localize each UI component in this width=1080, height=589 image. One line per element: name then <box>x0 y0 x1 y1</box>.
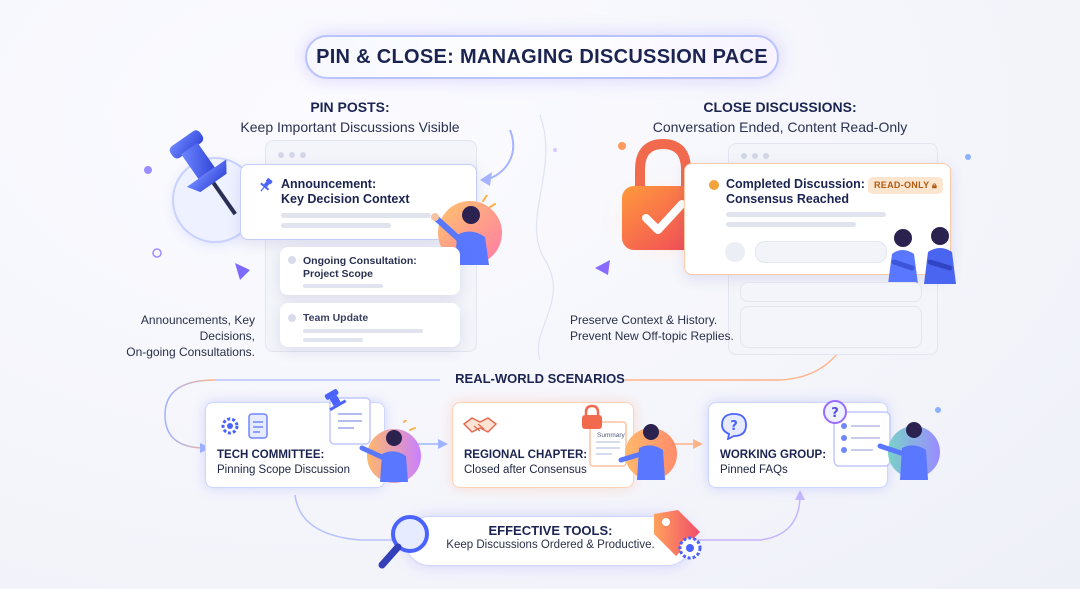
item-dot <box>288 256 296 264</box>
placeholder-line <box>281 223 391 228</box>
faq-list-icon: ? <box>823 400 891 467</box>
announcement-title-line1: Announcement: <box>281 177 377 191</box>
reply-box-disabled <box>755 241 887 263</box>
consultation-title-line1: Ongoing Consultation: <box>303 255 417 267</box>
closed-title-line1: Completed Discussion: <box>726 177 865 191</box>
magnifier-icon <box>378 515 429 569</box>
placeholder-line <box>303 338 363 342</box>
locked-summary-document-icon <box>582 404 627 467</box>
placeholder-line <box>303 284 383 288</box>
effective-tools-text: EFFECTIVE TOOLS: Keep Discussions Ordere… <box>438 523 663 553</box>
scenario-2-title: REGIONAL CHAPTER: <box>464 449 588 461</box>
effective-tools-title: EFFECTIVE TOOLS: <box>488 523 613 538</box>
consultation-title-line2: Project Scope <box>303 268 374 280</box>
pinned-document-icon <box>324 389 371 445</box>
placeholder-line <box>281 213 431 218</box>
summary-doc-label: Summary <box>597 432 625 439</box>
lock-small-icon: 🔒︎ <box>932 180 938 190</box>
scenario-3-desc: Pinned FAQs <box>720 464 788 476</box>
document-icon <box>248 413 268 439</box>
scenario-3-text: WORKING GROUP: Pinned FAQs <box>720 448 826 478</box>
scenario-1-text: TECH COMMITTEE: Pinning Scope Discussion <box>217 448 350 478</box>
effective-tools-pill <box>405 516 692 566</box>
svg-text:?: ? <box>831 406 839 421</box>
read-only-badge: READ-ONLY 🔒︎ <box>868 177 944 194</box>
svg-text:?: ? <box>730 419 738 434</box>
pin-heading-title: PIN POSTS: <box>310 99 390 115</box>
team-update-title: Team Update <box>303 312 369 324</box>
pinned-announcement-card[interactable]: Announcement: Key Decision Context <box>240 164 477 240</box>
gear-icon <box>221 417 239 435</box>
pin-caption-line2: On-going Consultations. <box>126 345 255 359</box>
list-item-consultation[interactable]: Ongoing Consultation: Project Scope <box>280 247 460 295</box>
close-caption-line2: Prevent New Off-topic Replies. <box>570 329 734 343</box>
window-dots <box>741 153 769 159</box>
scenario-1-title: TECH COMMITTEE: <box>217 449 325 461</box>
ghost-list-item <box>740 306 922 348</box>
placeholder-line <box>726 222 856 227</box>
close-heading-sub: Conversation Ended, Content Read-Only <box>652 119 908 135</box>
closed-title: Completed Discussion: Consensus Reached <box>726 177 865 207</box>
close-caption-line1: Preserve Context & History. <box>570 313 718 327</box>
two-people-avatar <box>888 227 956 284</box>
close-heading-title: CLOSE DISCUSSIONS: <box>703 99 857 115</box>
close-caption: Preserve Context & History. Prevent New … <box>570 312 770 344</box>
consultation-title: Ongoing Consultation: Project Scope <box>303 255 417 281</box>
effective-tools-desc: Keep Discussions Ordered & Productive. <box>446 539 655 551</box>
scenario-2-text: REGIONAL CHAPTER: Closed after Consensus <box>464 448 587 478</box>
read-only-badge-label: READ-ONLY <box>874 180 930 190</box>
page-title: PIN & CLOSE: MANAGING DISCUSSION PACE <box>305 35 779 79</box>
scenario-3-title: WORKING GROUP: <box>720 449 827 461</box>
handshake-icon <box>462 417 498 433</box>
pin-heading-sub: Keep Important Discussions Visible <box>240 119 460 135</box>
reply-avatar <box>725 242 745 262</box>
pin-small-icon <box>260 178 273 192</box>
person-avatar <box>877 422 940 480</box>
pin-caption-line1: Announcements, Key Decisions, <box>140 313 255 343</box>
pin-caption: Announcements, Key Decisions, On-going C… <box>95 312 255 360</box>
item-dot <box>288 314 296 322</box>
placeholder-line <box>726 212 886 217</box>
status-dot <box>709 180 719 190</box>
ghost-list-item <box>740 282 922 302</box>
scenario-2-desc: Closed after Consensus <box>464 464 587 476</box>
placeholder-line <box>303 329 423 333</box>
tag-gear-icon <box>654 510 702 560</box>
person-avatar <box>359 420 421 483</box>
scenarios-heading: REAL-WORLD SCENARIOS <box>455 371 625 386</box>
announcement-title-line2: Key Decision Context <box>281 192 410 206</box>
window-dots <box>278 152 306 158</box>
closed-title-line2: Consensus Reached <box>726 192 849 206</box>
person-avatar <box>618 424 677 480</box>
scenario-1-desc: Pinning Scope Discussion <box>217 464 350 476</box>
announcement-title: Announcement: Key Decision Context <box>281 177 410 207</box>
close-heading: CLOSE DISCUSSIONS: Conversation Ended, C… <box>610 97 950 137</box>
list-item-team-update[interactable]: Team Update <box>280 303 460 347</box>
pin-heading: PIN POSTS: Keep Important Discussions Vi… <box>190 97 510 137</box>
question-bubble-icon: ? <box>721 413 747 440</box>
